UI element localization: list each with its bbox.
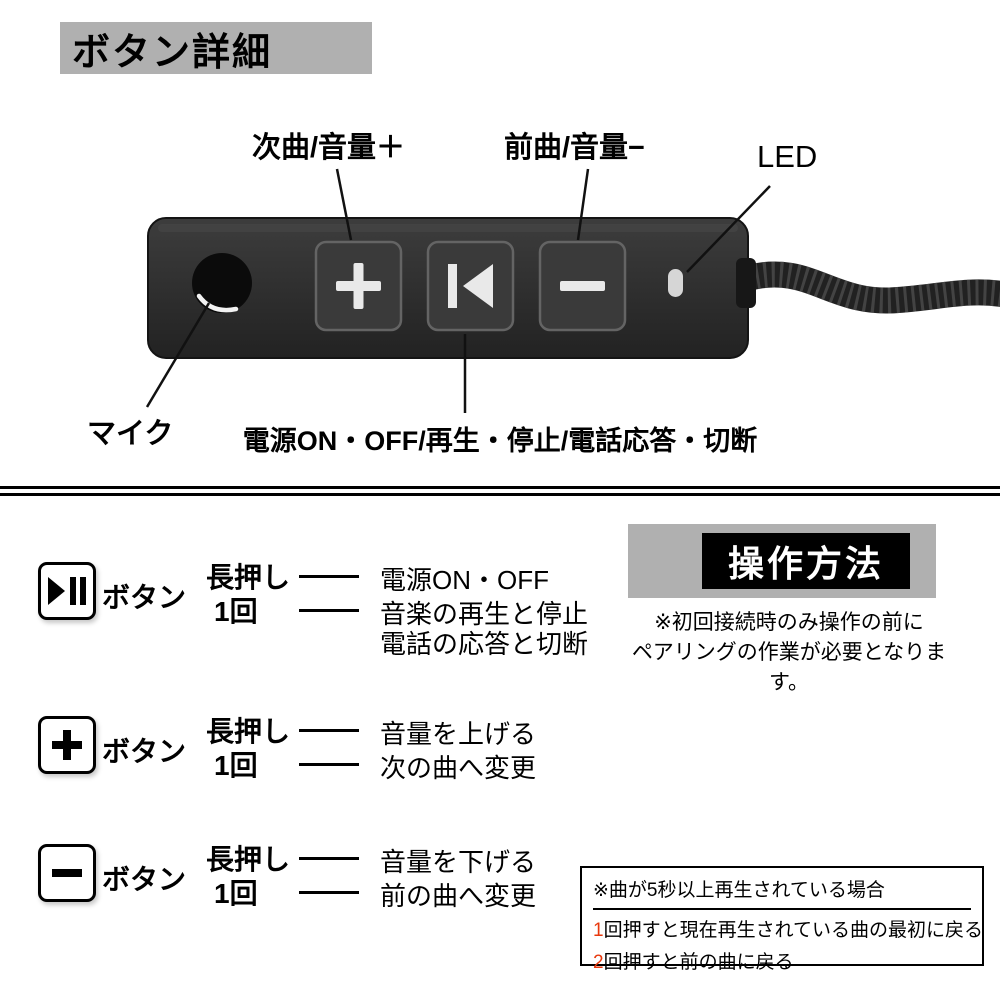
operation-title-background: 操作方法 <box>628 524 936 598</box>
microphone-highlight <box>196 293 239 313</box>
cable-connector <box>736 258 756 308</box>
section-divider-top <box>0 486 1000 489</box>
long-press-label: 長押し <box>206 844 291 875</box>
tip-line-1-number: 1 <box>593 920 604 941</box>
button-word: ボタン <box>102 582 187 613</box>
label-center-button-functions: 電源ON・OFF/再生・停止/電話応答・切断 <box>242 426 758 456</box>
button-word: ボタン <box>102 864 187 895</box>
plus-icon-box <box>38 716 96 774</box>
tip-line-2: 2回押すと前の曲に戻る <box>593 947 971 974</box>
once-press-label: 1回 <box>214 596 258 627</box>
connector-line <box>299 857 359 860</box>
skip-back-icon <box>448 264 493 308</box>
once-press-action: 音楽の再生と停止 <box>380 599 589 629</box>
once-press-action-2: 電話の応答と切断 <box>380 629 589 659</box>
plus-icon <box>52 730 82 760</box>
microphone <box>192 253 252 313</box>
long-press-action: 音量を上げる <box>380 719 537 749</box>
connector-line <box>299 609 359 612</box>
label-prev-volume-down: 前曲/音量− <box>504 132 645 164</box>
once-press-label: 1回 <box>214 750 258 781</box>
pairing-note-line1: ※初回接続時のみ操作の前に <box>654 611 924 634</box>
tip-heading: ※曲が5秒以上再生されている場合 <box>593 875 971 910</box>
instruction-row-play-pause: ボタン 長押し 電源ON・OFF 1回 音楽の再生と停止 電話の応答と切断 <box>0 556 640 668</box>
tip-line-1: 1回押すと現在再生されている曲の最初に戻る <box>593 915 983 942</box>
connector-line <box>299 891 359 894</box>
instruction-row-plus: ボタン 長押し 音量を上げる 1回 次の曲へ変更 <box>0 710 640 822</box>
instruction-row-minus: ボタン 長押し 音量を下げる 1回 前の曲へ変更 <box>0 838 640 950</box>
tip-line-2-text: 回押すと前の曲に戻る <box>603 952 794 973</box>
long-press-label: 長押し <box>206 562 291 593</box>
once-press-action: 前の曲へ変更 <box>380 881 537 911</box>
five-seconds-tip-box: ※曲が5秒以上再生されている場合 1回押すと現在再生されている曲の最初に戻る 2… <box>580 866 984 973</box>
pairing-note-line2: ペアリングの作業が必要となります。 <box>631 641 947 694</box>
line-next-label <box>335 168 353 241</box>
once-press-label: 1回 <box>214 878 258 909</box>
play-pause-icon <box>48 577 86 605</box>
play-pause-icon-box <box>38 562 96 620</box>
once-press-action: 次の曲へ変更 <box>380 753 537 783</box>
connector-line <box>299 763 359 766</box>
pairing-note: ※初回接続時のみ操作の前に ペアリングの作業が必要となります。 <box>628 608 950 698</box>
line-led-label <box>686 185 771 273</box>
minus-button <box>538 240 627 332</box>
plus-button <box>314 240 403 332</box>
minus-icon <box>52 869 82 877</box>
annotation-lines <box>145 168 771 413</box>
line-mic-label <box>145 302 211 408</box>
plus-icon <box>336 263 381 309</box>
device-body-highlight <box>158 224 738 232</box>
operation-title-box: 操作方法 <box>702 533 910 589</box>
label-mic: マイク <box>87 418 174 450</box>
long-press-action: 電源ON・OFF <box>380 565 549 595</box>
minus-icon-box <box>38 844 96 902</box>
minus-icon <box>560 281 605 291</box>
tip-line-2-number: 2 <box>593 952 604 973</box>
long-press-label: 長押し <box>206 716 291 747</box>
connector-line <box>299 729 359 732</box>
connector-line <box>299 575 359 578</box>
operation-title-text: 操作方法 <box>727 543 884 584</box>
gooseneck-cable <box>735 261 1000 314</box>
long-press-action: 音量を下げる <box>380 847 537 877</box>
play-pause-button <box>426 240 515 332</box>
led-indicator <box>668 269 683 297</box>
button-details-title: ボタン詳細 <box>72 31 273 74</box>
section-title-button-details: ボタン詳細 <box>60 22 372 74</box>
line-prev-label <box>576 168 590 241</box>
tip-line-1-text: 回押すと現在再生されている曲の最初に戻る <box>603 920 984 941</box>
label-led: LED <box>757 139 818 174</box>
label-next-volume-up: 次曲/音量＋ <box>252 132 406 164</box>
button-word: ボタン <box>102 736 187 767</box>
section-divider-bottom <box>0 493 1000 496</box>
device-diagram <box>145 168 1000 413</box>
